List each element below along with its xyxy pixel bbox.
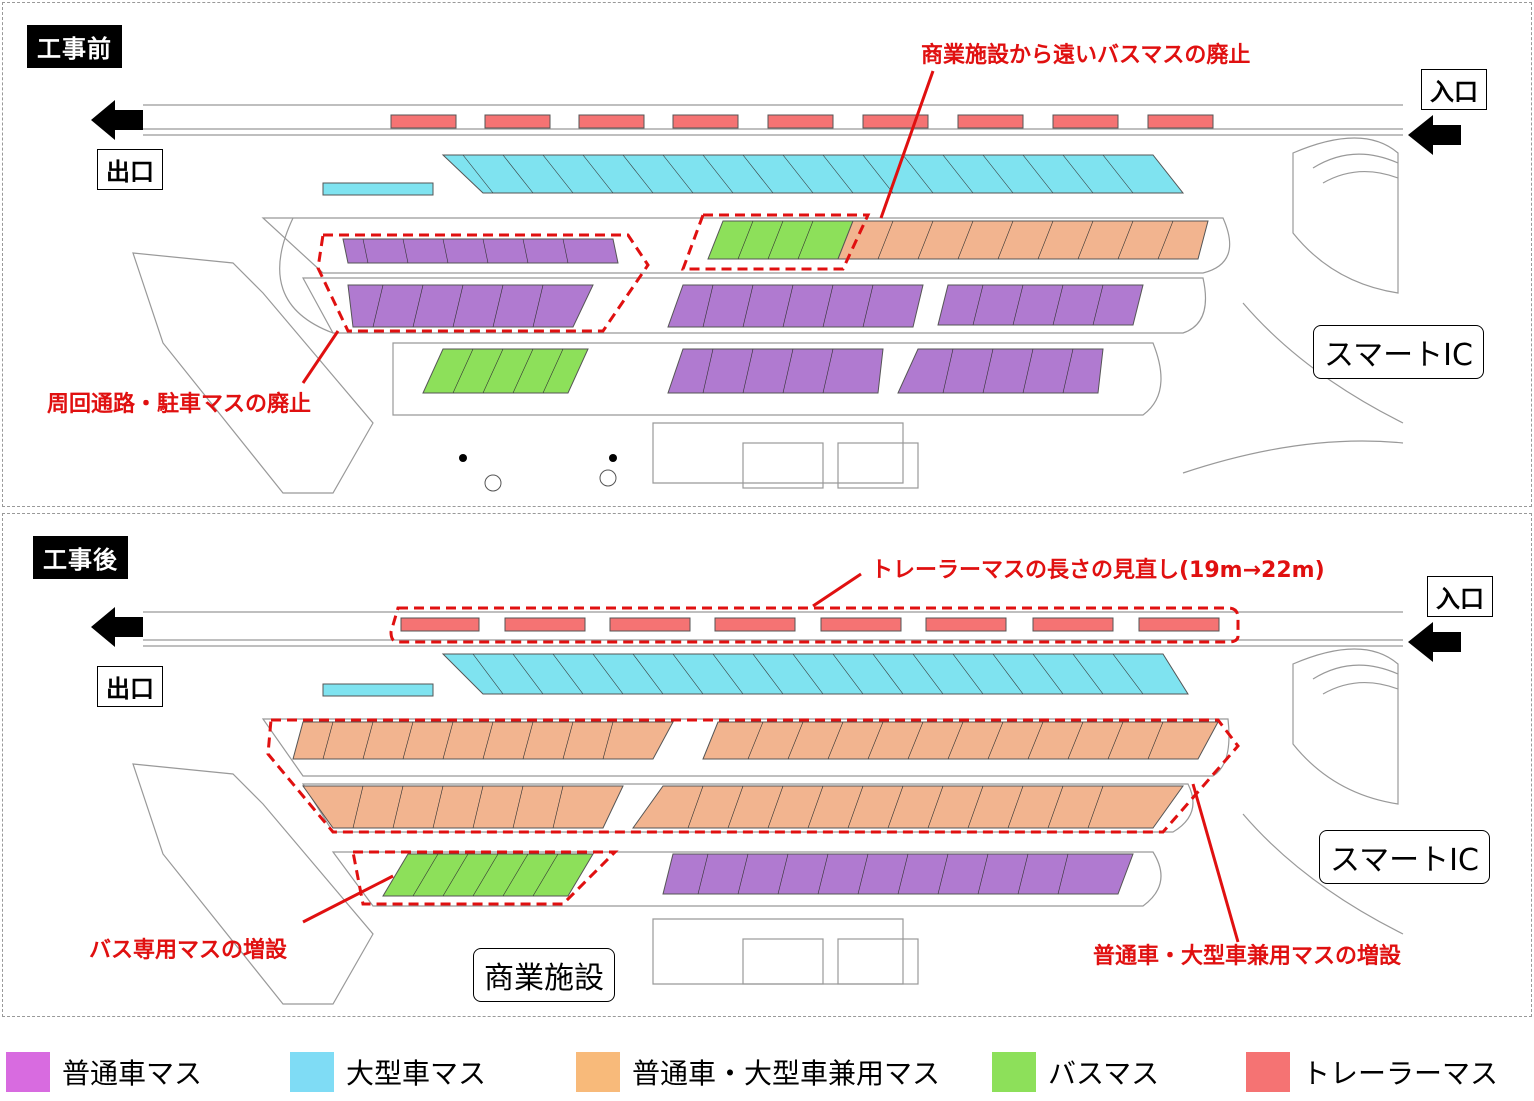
legend-label: バスマス bbox=[1048, 1057, 1160, 1090]
legend-swatch-bus bbox=[992, 1052, 1036, 1092]
exit-label: 出口 bbox=[97, 666, 163, 707]
annotation-shared-add: 普通車・大型車兼用マスの増設 bbox=[1093, 944, 1402, 969]
legend-item-ordinary: 普通車マス bbox=[6, 1052, 202, 1092]
legend-swatch-shared bbox=[576, 1052, 620, 1092]
after-panel: 工事後 トレーラーマスの長さの見直し(19m→22m) 入口 出口 スマートIC… bbox=[2, 513, 1532, 1017]
annotation-loop-removal: 周回通路・駐車マスの廃止 bbox=[47, 392, 312, 417]
after-site-plan bbox=[91, 572, 1461, 1005]
stage-tag-after: 工事後 bbox=[33, 536, 128, 579]
legend-item-shared: 普通車・大型車兼用マス bbox=[576, 1052, 940, 1092]
legend: 普通車マス 大型車マス 普通車・大型車兼用マス バスマス トレーラーマス bbox=[0, 1042, 1534, 1101]
legend-swatch-ordinary bbox=[6, 1052, 50, 1092]
legend-label: トレーラーマス bbox=[1302, 1057, 1499, 1090]
legend-swatch-trailer bbox=[1246, 1052, 1290, 1092]
legend-swatch-large bbox=[290, 1052, 334, 1092]
exit-label: 出口 bbox=[97, 149, 163, 190]
smart-ic-label: スマートIC bbox=[1319, 830, 1490, 884]
annotation-bus-add: バス専用マスの増設 bbox=[89, 938, 288, 963]
smart-ic-label: スマートIC bbox=[1313, 325, 1484, 379]
legend-label: 普通車マス bbox=[62, 1057, 203, 1090]
before-site-plan bbox=[91, 70, 1461, 494]
legend-item-bus: バスマス bbox=[992, 1052, 1159, 1092]
legend-item-trailer: トレーラーマス bbox=[1246, 1052, 1498, 1092]
legend-item-large: 大型車マス bbox=[290, 1052, 486, 1092]
stage-tag-before: 工事前 bbox=[27, 25, 122, 68]
legend-label: 普通車・大型車兼用マス bbox=[632, 1057, 941, 1090]
annotation-bus-removal: 商業施設から遠いバスマスの廃止 bbox=[921, 43, 1251, 68]
entrance-label: 入口 bbox=[1421, 69, 1487, 110]
annotation-trailer-review: トレーラーマスの長さの見直し(19m→22m) bbox=[871, 558, 1325, 583]
before-panel: 工事前 商業施設から遠いバスマスの廃止 入口 出口 スマートIC 周回通路・駐車… bbox=[2, 2, 1532, 507]
legend-label: 大型車マス bbox=[346, 1057, 487, 1090]
commercial-label: 商業施設 bbox=[473, 948, 615, 1002]
entrance-label: 入口 bbox=[1427, 576, 1493, 617]
